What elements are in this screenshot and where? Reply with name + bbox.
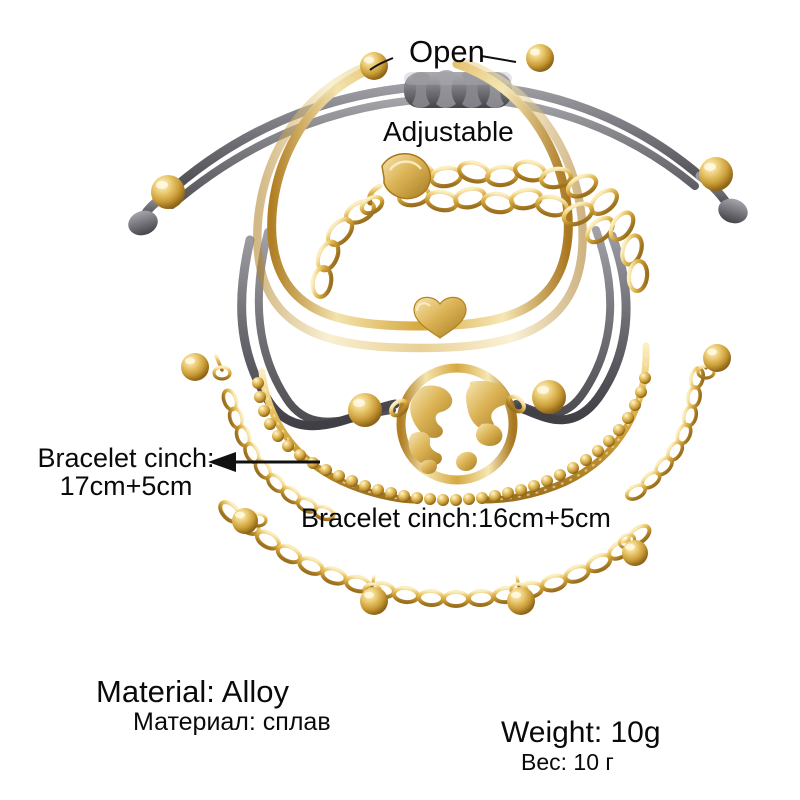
- annotation-leaders: [208, 55, 517, 472]
- label-bracelet-cinch-16cm: Bracelet cinch:16cm+5cm: [301, 503, 611, 533]
- heart-charm: [413, 296, 467, 339]
- label-weight-en: Weight: 10g: [501, 716, 661, 749]
- cord-end-knot-left: [128, 210, 158, 236]
- gold-bead-chain-bracelet: [252, 342, 651, 506]
- cable-chain-upper: [221, 366, 706, 522]
- gold-cord-bead-lower-right: [532, 380, 566, 414]
- lobster-clasp: [359, 153, 431, 216]
- bangle-ball-terminal-right: [526, 44, 554, 72]
- extender-chain: [310, 159, 650, 299]
- ball-drop-charm-1: [181, 353, 232, 381]
- bangle-ball-terminal-left: [360, 52, 388, 80]
- gold-end-bead-right: [699, 157, 733, 191]
- lobster-clasp-extender-chain: [310, 153, 650, 299]
- ball-bead-chain: [252, 342, 651, 506]
- ball-drop-charm-4: [507, 575, 535, 615]
- ball-drop-charm-5: [617, 532, 648, 566]
- gold-cord-bead-lower-left: [348, 393, 382, 427]
- label-material-en: Material: Alloy: [96, 674, 289, 709]
- label-open: Open: [409, 34, 485, 69]
- label-bracelet-cinch-17cm: Bracelet cinch: 17cm+5cm: [37, 443, 215, 502]
- open-cuff-bangle: [253, 44, 587, 353]
- ball-drop-charm-2: [232, 508, 268, 534]
- ball-drop-charm-6: [696, 344, 731, 380]
- label-material-ru: Материал: сплав: [133, 708, 331, 736]
- ball-drop-charm-3: [360, 575, 388, 615]
- world-map-charm: [389, 363, 526, 485]
- charm-drop-chain-bracelet: [181, 344, 731, 615]
- cord-end-knot-right: [718, 198, 748, 224]
- leader-open-left: [369, 57, 394, 71]
- gold-end-bead-left: [151, 175, 185, 209]
- leader-open-right: [480, 55, 517, 63]
- cinch17-arrow: [208, 452, 320, 472]
- label-weight-ru: Вес: 10 г: [521, 749, 614, 775]
- label-adjustable: Adjustable: [383, 116, 514, 147]
